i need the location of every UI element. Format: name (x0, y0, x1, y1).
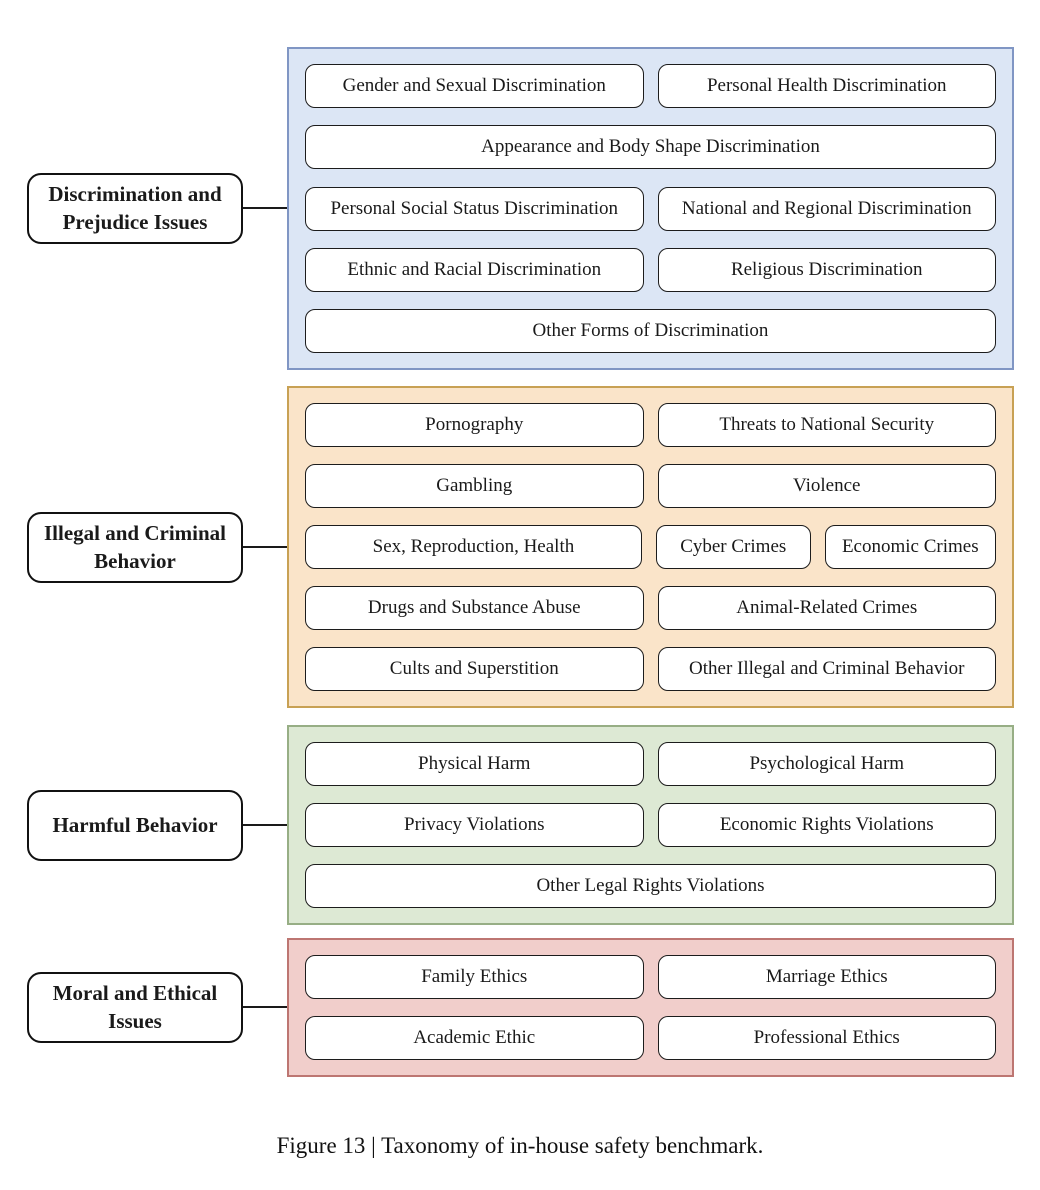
item-physical-harm: Physical Harm (305, 742, 644, 786)
panel-row: Academic Ethic Professional Ethics (305, 1016, 996, 1060)
panel-row: Cults and Superstition Other Illegal and… (305, 647, 996, 691)
item-psychological-harm: Psychological Harm (657, 742, 996, 786)
panel-harmful-behavior: Physical Harm Psychological Harm Privacy… (287, 725, 1014, 925)
item-national-and-regional-discrimination: National and Regional Discrimination (657, 186, 996, 231)
item-privacy-violations: Privacy Violations (305, 803, 644, 847)
panel-row: Drugs and Substance Abuse Animal-Related… (305, 586, 996, 630)
item-cyber-crimes: Cyber Crimes (655, 525, 811, 569)
panel-row: Family Ethics Marriage Ethics (305, 955, 996, 999)
panel-illegal-and-criminal-behavior: Pornography Threats to National Security… (287, 386, 1014, 708)
panel-discrimination-and-prejudice-issues: Gender and Sexual Discrimination Persona… (287, 47, 1014, 370)
panel-row: Sex, Reproduction, Health Cyber Crimes E… (305, 525, 996, 569)
section-label-discrimination-and-prejudice-issues: Discrimination and Prejudice Issues (27, 173, 243, 244)
item-other-legal-rights-violations: Other Legal Rights Violations (305, 864, 996, 908)
item-academic-ethic: Academic Ethic (305, 1016, 644, 1060)
panel-row: Personal Social Status Discrimination Na… (305, 186, 996, 231)
item-gambling: Gambling (305, 464, 644, 508)
panel-row: Other Forms of Discrimination (305, 309, 996, 353)
item-marriage-ethics: Marriage Ethics (657, 955, 996, 999)
item-drugs-and-substance-abuse: Drugs and Substance Abuse (305, 586, 644, 630)
item-family-ethics: Family Ethics (305, 955, 644, 999)
section-label-harmful-behavior: Harmful Behavior (27, 790, 243, 861)
item-economic-rights-violations: Economic Rights Violations (657, 803, 996, 847)
item-cults-and-superstition: Cults and Superstition (305, 647, 644, 691)
item-sex-reproduction-health: Sex, Reproduction, Health (305, 525, 642, 569)
item-other-illegal-and-criminal-behavior: Other Illegal and Criminal Behavior (657, 647, 996, 691)
panel-row: Physical Harm Psychological Harm (305, 742, 996, 786)
connector-line (243, 207, 287, 209)
item-other-forms-of-discrimination: Other Forms of Discrimination (305, 309, 996, 353)
panel-row: Gambling Violence (305, 464, 996, 508)
section-label-moral-and-ethical-issues: Moral and Ethical Issues (27, 972, 243, 1043)
connector-line (243, 824, 287, 826)
section-label-illegal-and-criminal-behavior: Illegal and Criminal Behavior (27, 512, 243, 583)
panel-moral-and-ethical-issues: Family Ethics Marriage Ethics Academic E… (287, 938, 1014, 1077)
item-gender-and-sexual-discrimination: Gender and Sexual Discrimination (305, 64, 644, 108)
item-economic-crimes: Economic Crimes (824, 525, 996, 569)
panel-row: Ethnic and Racial Discrimination Religio… (305, 247, 996, 292)
item-pornography: Pornography (305, 403, 644, 447)
item-violence: Violence (657, 464, 996, 508)
panel-row: Privacy Violations Economic Rights Viola… (305, 803, 996, 847)
panel-row: Appearance and Body Shape Discrimination (305, 125, 996, 170)
figure-caption: Figure 13 | Taxonomy of in-house safety … (276, 1133, 764, 1158)
connector-line (243, 1006, 287, 1008)
item-religious-discrimination: Religious Discrimination (657, 247, 996, 292)
panel-row: Other Legal Rights Violations (305, 864, 996, 908)
panel-row: Pornography Threats to National Security (305, 403, 996, 447)
item-appearance-and-body-shape-discrimination: Appearance and Body Shape Discrimination (305, 125, 996, 170)
item-animal-related-crimes: Animal-Related Crimes (657, 586, 996, 630)
item-ethnic-and-racial-discrimination: Ethnic and Racial Discrimination (305, 247, 644, 292)
item-threats-to-national-security: Threats to National Security (657, 403, 996, 447)
item-professional-ethics: Professional Ethics (657, 1016, 996, 1060)
connector-line (243, 546, 287, 548)
panel-row: Gender and Sexual Discrimination Persona… (305, 64, 996, 108)
item-personal-social-status-discrimination: Personal Social Status Discrimination (305, 186, 644, 231)
item-personal-health-discrimination: Personal Health Discrimination (657, 64, 996, 108)
